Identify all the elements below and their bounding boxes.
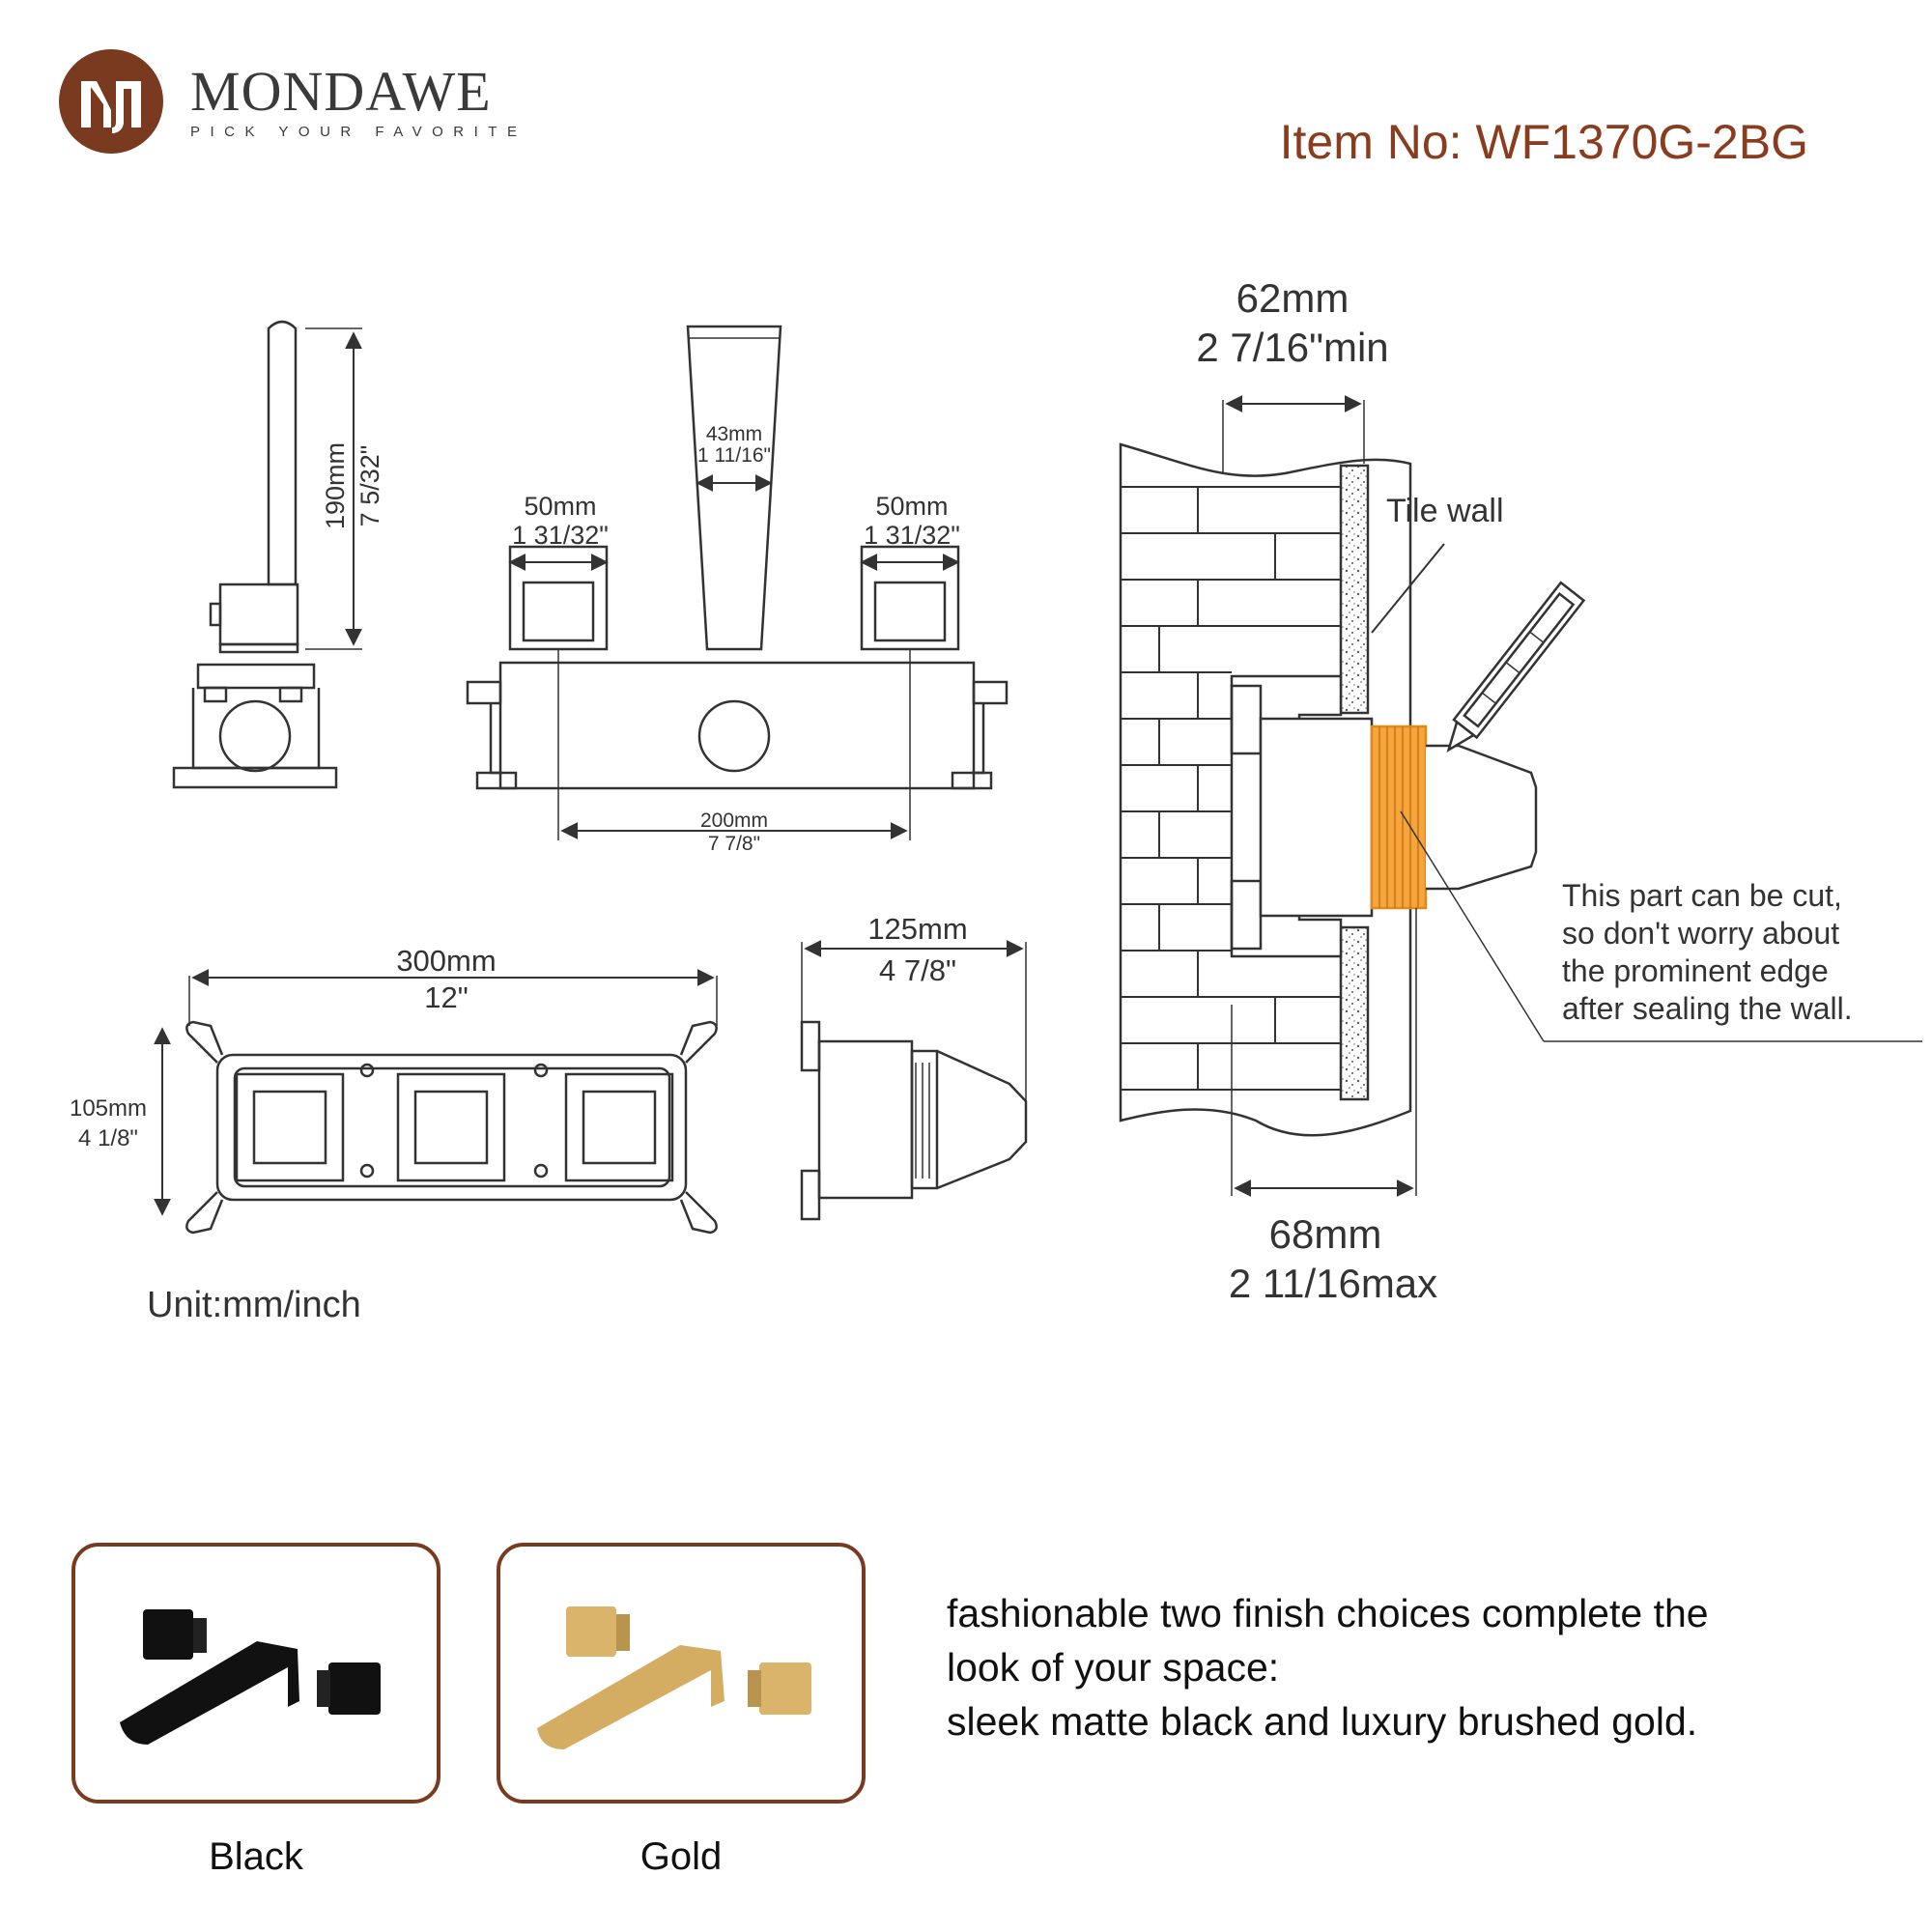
- right-handle-in-label: 1 31/32": [864, 521, 960, 550]
- black-faucet-image: [120, 1609, 381, 1745]
- unit-label: Unit:mm/inch: [147, 1285, 361, 1325]
- finish-label-gold: Gold: [639, 1835, 723, 1878]
- left-handle-mm-label: 50mm: [524, 492, 596, 521]
- utility-knife-icon: [1446, 581, 1586, 753]
- tile-wall-label: Tile wall: [1386, 493, 1504, 529]
- center-spacing-in-label: 7 7/8": [708, 833, 760, 855]
- right-handle-mm-label: 50mm: [875, 492, 948, 521]
- finish-description-line-1: fashionable two finish choices complete …: [947, 1591, 1709, 1635]
- dimension-labels: 190mm 7 5/32" 43mm 1 11/16" 50mm 1 31/32…: [70, 275, 1853, 1306]
- mondawe-logo-icon: [59, 49, 163, 154]
- brand-name: MONDAWE: [190, 60, 492, 123]
- front-height-in-label: 7 5/32": [355, 445, 384, 527]
- wall-max-mm-label: 68mm: [1269, 1211, 1382, 1257]
- finish-card-black: [71, 1543, 440, 1804]
- finish-description: fashionable two finish choices complete …: [947, 1586, 1709, 1748]
- gold-faucet-image: [537, 1606, 811, 1749]
- side-view: [172, 320, 362, 789]
- finish-description-line-3: sleek matte black and luxury brushed gol…: [947, 1699, 1698, 1744]
- cut-note-line-1: This part can be cut,: [1562, 878, 1842, 913]
- wall-min-in-label: 2 7/16"min: [1196, 325, 1388, 370]
- rough-in-box: [154, 969, 718, 1235]
- box-length-in-label: 12": [424, 980, 469, 1014]
- finish-card-gold: [497, 1543, 866, 1804]
- box-depth-in-label: 4 7/8": [879, 953, 956, 987]
- brand-tagline: PICK YOUR FAVORITE: [190, 124, 527, 140]
- cut-note-line-4: after sealing the wall.: [1562, 991, 1853, 1026]
- box-depth-mm-label: 125mm: [867, 912, 967, 946]
- cut-note-line-2: so don't worry about: [1562, 916, 1839, 951]
- cut-note-line-3: the prominent edge: [1562, 953, 1829, 988]
- item-number: Item No: WF1370G-2BG: [1279, 115, 1808, 169]
- front-height-mm-label: 190mm: [321, 442, 350, 529]
- front-view: [466, 325, 1009, 840]
- technical-drawing: 190mm 7 5/32" 43mm 1 11/16" 50mm 1 31/32…: [70, 275, 1922, 1306]
- wall-section: [1119, 395, 1922, 1197]
- wall-min-mm-label: 62mm: [1236, 275, 1350, 321]
- finish-description-line-2: look of your space:: [947, 1645, 1280, 1690]
- left-handle-in-label: 1 31/32": [512, 521, 609, 550]
- box-height-mm-label: 105mm: [70, 1095, 147, 1122]
- center-spacing-mm-label: 200mm: [700, 810, 768, 832]
- box-length-mm-label: 300mm: [396, 944, 496, 978]
- box-height-in-label: 4 1/8": [78, 1125, 138, 1151]
- spout-width-in-label: 1 11/16": [697, 444, 771, 467]
- box-side-view: [800, 940, 1028, 1221]
- finish-label-black: Black: [209, 1835, 303, 1878]
- wall-max-in-label: 2 11/16max: [1229, 1261, 1437, 1306]
- spout-width-mm-label: 43mm: [706, 423, 762, 445]
